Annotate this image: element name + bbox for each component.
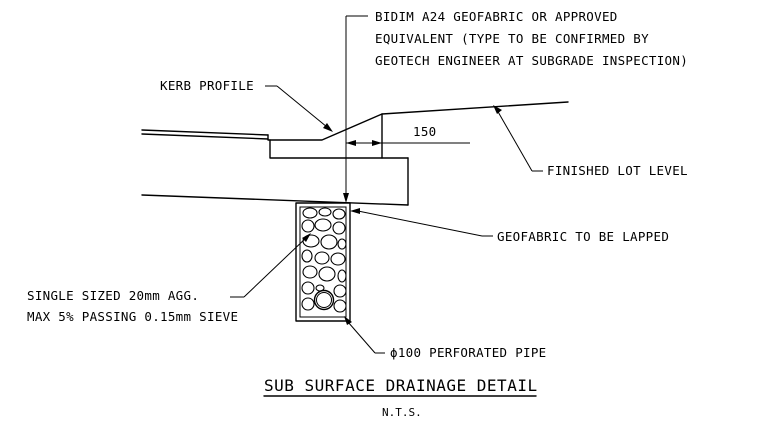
geofabric-note-line-1: BIDIM A24 GEOFABRIC OR APPROVED <box>375 9 618 24</box>
pipe-label: ϕ100 PERFORATED PIPE <box>390 345 547 360</box>
aggregate-fill <box>301 207 347 313</box>
geofabric-leader <box>343 15 368 203</box>
dimension-150 <box>346 138 470 148</box>
geofabric-note-line-2: EQUIVALENT (TYPE TO BE CONFIRMED BY <box>375 31 649 46</box>
scale-note: N.T.S. <box>382 406 422 419</box>
pavement-edge <box>141 129 269 140</box>
subgrade-line <box>141 157 409 206</box>
geofabric-note-line-3: GEOTECH ENGINEER AT SUBGRADE INSPECTION) <box>375 53 688 68</box>
dimension-label: 150 <box>413 124 436 139</box>
kerb-base <box>269 139 409 159</box>
aggregate-leader <box>230 233 311 298</box>
geofabric-lapped-label: GEOFABRIC TO BE LAPPED <box>497 229 669 244</box>
aggregate-label-line-2: MAX 5% PASSING 0.15mm SIEVE <box>27 309 238 324</box>
drawing-title: SUB SURFACE DRAINAGE DETAIL <box>264 376 538 395</box>
kerb-profile-leader <box>265 85 333 132</box>
kerb-profile-outline <box>267 101 569 141</box>
finished-lot-level-leader <box>493 105 543 172</box>
aggregate-label-line-1: SINGLE SIZED 20mm AGG. <box>27 288 199 303</box>
kerb-profile-label: KERB PROFILE <box>160 78 254 93</box>
perforated-pipe-icon <box>313 289 335 311</box>
finished-lot-level-label: FINISHED LOT LEVEL <box>547 163 688 178</box>
geofabric-lapped-leader <box>350 208 493 237</box>
pipe-leader <box>344 316 385 354</box>
trench <box>295 202 351 322</box>
